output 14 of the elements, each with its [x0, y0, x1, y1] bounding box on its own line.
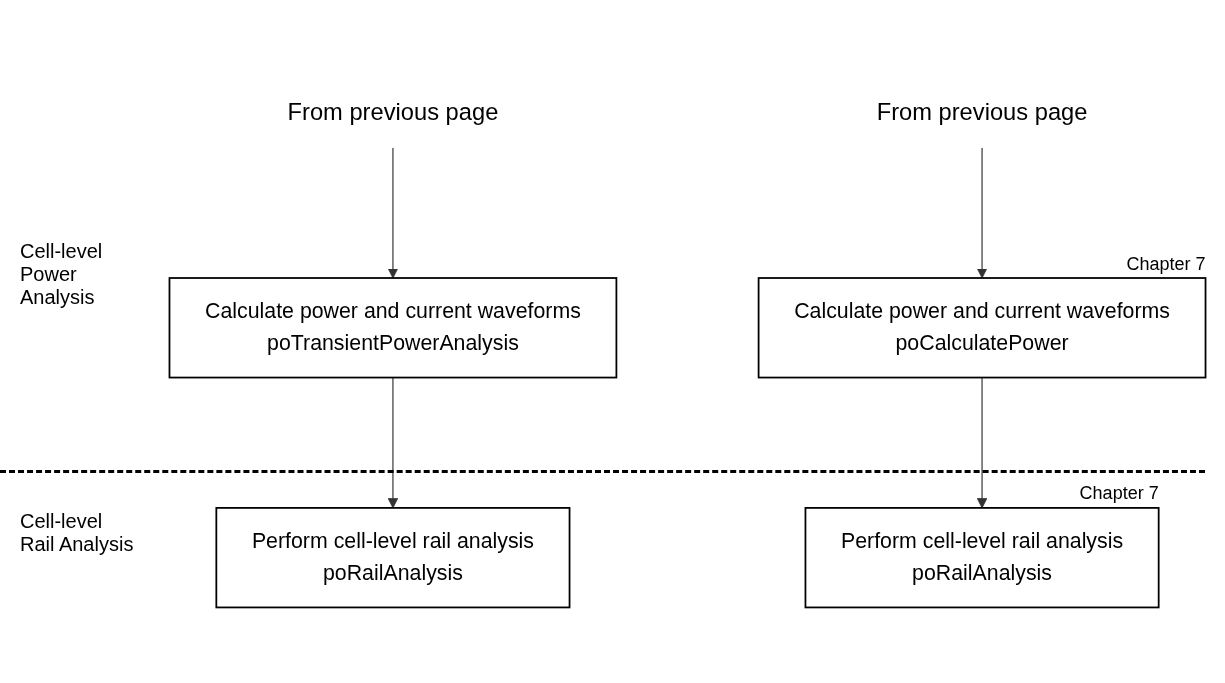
section-label: Cell-level Rail Analysis [20, 510, 135, 556]
arrow [976, 146, 988, 278]
arrow [976, 376, 988, 508]
node-box: Perform cell-level rail analysis poRailAnalysis [215, 506, 571, 608]
node-text: From previous page [876, 98, 1088, 125]
node-box: Calculate power and current waveforms poTransientPowerAnalysis [168, 276, 618, 378]
node-box: Calculate power and current waveforms poCalculatePower [757, 276, 1207, 378]
node-text: From previous page [287, 98, 499, 125]
chapter-note: Chapter 7 [1126, 253, 1206, 275]
arrow [387, 146, 399, 278]
chapter-note: Chapter 7 [1079, 483, 1159, 505]
node-box: Perform cell-level rail analysis poRailAnalysis [804, 506, 1160, 608]
arrow [387, 376, 399, 508]
section-label: Cell-level Power Analysis [20, 240, 104, 309]
